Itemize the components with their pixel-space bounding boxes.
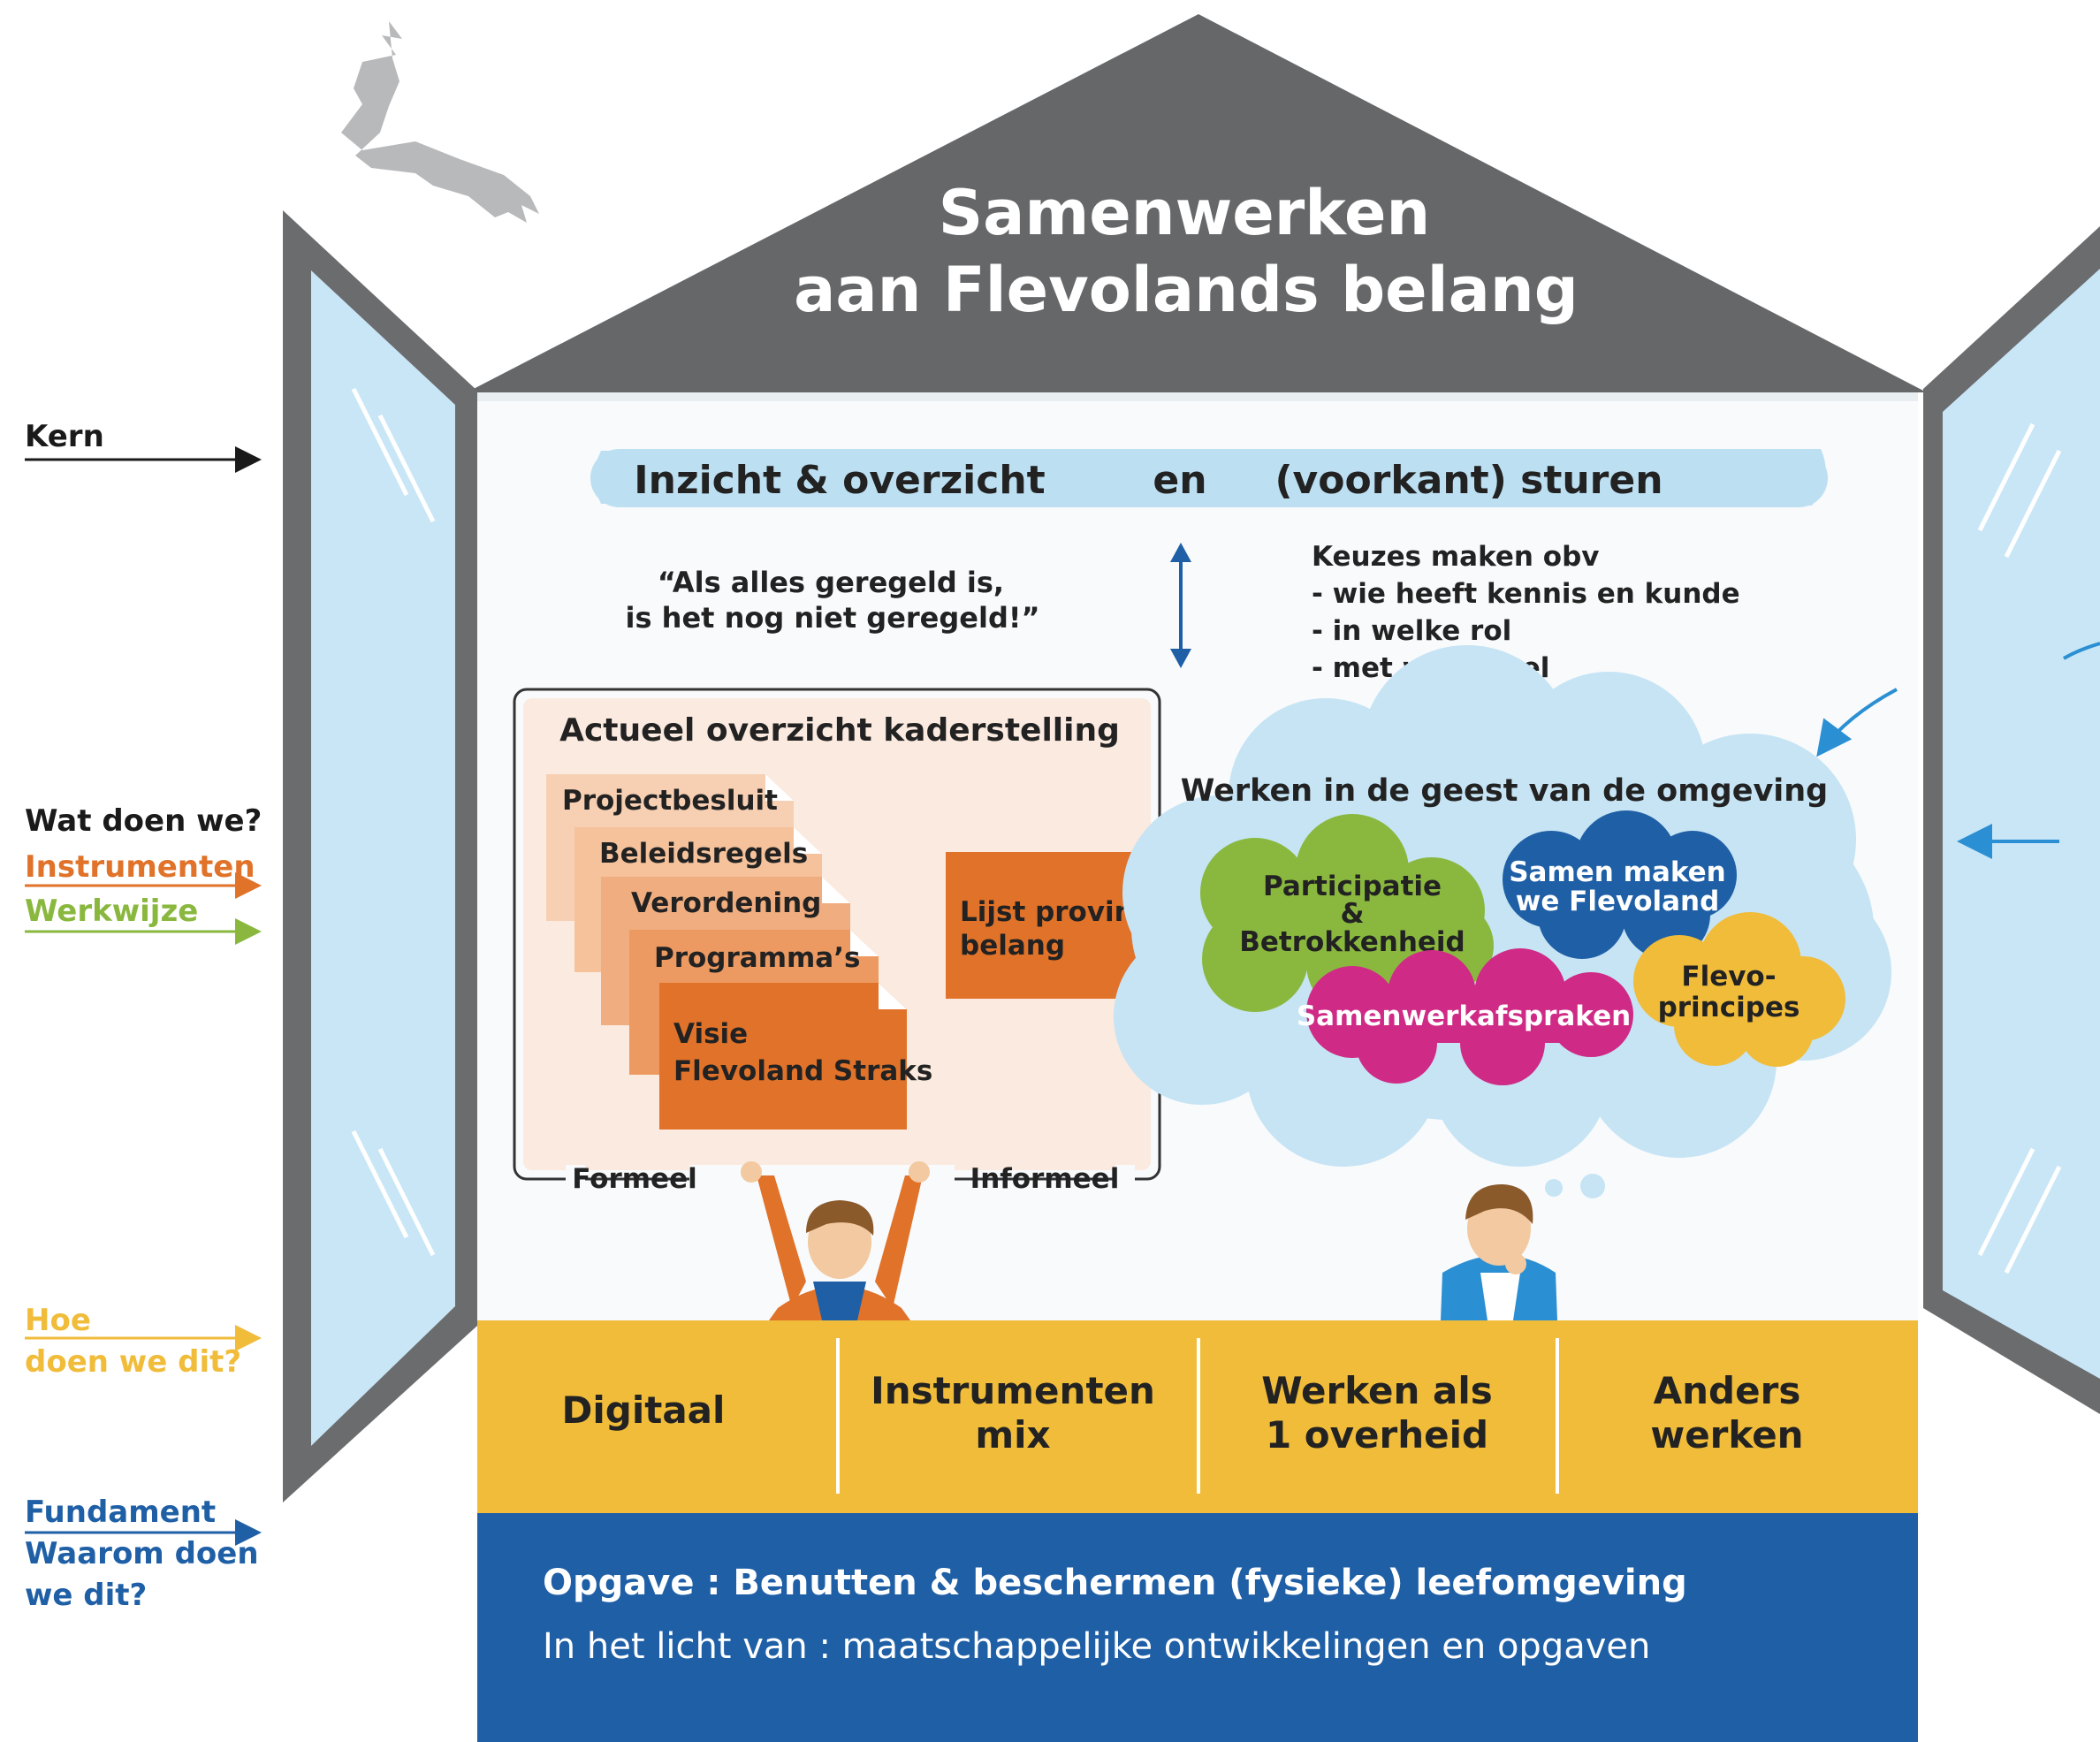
bird-icon (341, 21, 539, 223)
label-informeel: Informeel (970, 1163, 1120, 1195)
doc-label: Beleidsregels (599, 838, 808, 870)
pillars-band: Digitaal Instrumenten mix Werken als 1 o… (477, 1320, 1918, 1513)
flevo-line1: Flevo- (1681, 961, 1776, 993)
cloud-title: Werken in de geest van de omgeving (1181, 773, 1829, 809)
doc-visie (659, 983, 907, 1130)
label-formeel: Formeel (572, 1163, 696, 1195)
roof-title-line2: aan Flevolands belang (794, 254, 1579, 326)
person-arms-up-icon (741, 1161, 930, 1320)
samen-line1: Samen maken (1509, 856, 1726, 888)
side-labels: Kern Wat doen we? Instrumenten Werkwijze… (25, 419, 262, 1613)
blob-flevo-principes (1633, 912, 1845, 1067)
label-doen-we-dit: doen we dit? (25, 1344, 241, 1380)
person-thinking-icon (1441, 1184, 1557, 1320)
label-kern: Kern (25, 419, 104, 454)
double-arrow-icon (1170, 543, 1191, 668)
doc-label: Verordening (631, 887, 821, 919)
kaderstelling-panel: Actueel overzicht kaderstelling Projectb… (513, 688, 1206, 1195)
label-fundament: Fundament (25, 1495, 216, 1530)
label-instrumenten: Instrumenten (25, 849, 255, 885)
kaderstelling-title: Actueel overzicht kaderstelling (559, 712, 1120, 749)
participatie-line1: Participatie (1263, 871, 1442, 902)
pillar-werken-line2: 1 overheid (1266, 1413, 1488, 1457)
wind-arrow-icon (1816, 688, 1898, 757)
blob-samenwerkafspraken (1306, 948, 1633, 1085)
label-wat-doen-we: Wat doen we? (25, 803, 262, 839)
pillar-instrumenten-line1: Instrumenten (871, 1369, 1155, 1412)
label-we-dit: we dit? (25, 1578, 147, 1613)
quote-line1: “Als alles geregeld is, (658, 566, 1004, 599)
pillar-instrumenten-line2: mix (975, 1413, 1050, 1457)
participatie-line2: & (1340, 898, 1364, 930)
roof-triangle (467, 14, 1927, 392)
samen-line2: we Flevoland (1516, 886, 1720, 917)
label-werkwijze: Werkwijze (25, 894, 198, 929)
doc-label: Programma’s (654, 942, 860, 974)
keuzes-title: Keuzes maken obv (1312, 541, 1599, 573)
pillar-werken-line1: Werken als (1261, 1369, 1493, 1412)
pillar-anders-line1: Anders (1654, 1369, 1801, 1412)
blob-samen-maken (1503, 810, 1737, 959)
roof-title-line1: Samenwerken (939, 177, 1431, 249)
kern-right: (voorkant) sturen (1274, 458, 1662, 503)
foundation-line1: Opgave : Benutten & beschermen (fysieke)… (543, 1563, 1687, 1603)
keuzes-item: - in welke rol (1312, 615, 1511, 647)
right-window-shutter (1923, 226, 2100, 1414)
keuzes-item: - wie heeft kennis en kunde (1312, 578, 1740, 610)
roof: Samenwerken aan Flevolands belang (283, 14, 2100, 419)
kern-left: Inzicht & overzicht (634, 458, 1045, 503)
label-waarom-doen: Waarom doen (25, 1536, 259, 1571)
foundation-line2: In het licht van : maatschappelijke ontw… (543, 1626, 1650, 1667)
left-window-shutter (283, 210, 477, 1502)
quote-line2: is het nog niet geregeld!” (626, 601, 1040, 635)
doc-visie-line2: Flevoland Straks (673, 1055, 932, 1087)
pillar-digitaal: Digitaal (562, 1388, 726, 1432)
kern-middle: en (1153, 458, 1206, 503)
doc-label: Projectbesluit (562, 785, 778, 817)
omgeving-cloud: Werken in de geest van de omgeving Parti… (1114, 645, 1891, 1198)
wind-arrow-icon (2062, 642, 2100, 660)
doc-lijst-line2: belang (960, 930, 1065, 962)
pillar-anders-line2: werken (1650, 1413, 1803, 1457)
kern-bar: Inzicht & overzicht en (voorkant) sturen (590, 449, 1828, 507)
foundation: Opgave : Benutten & beschermen (fysieke)… (477, 1513, 1918, 1742)
samenwerkafspraken-label: Samenwerkafspraken (1297, 1000, 1631, 1032)
flevo-line2: principes (1658, 992, 1800, 1023)
label-hoe: Hoe (25, 1303, 91, 1338)
doc-visie-line1: Visie (673, 1018, 748, 1050)
